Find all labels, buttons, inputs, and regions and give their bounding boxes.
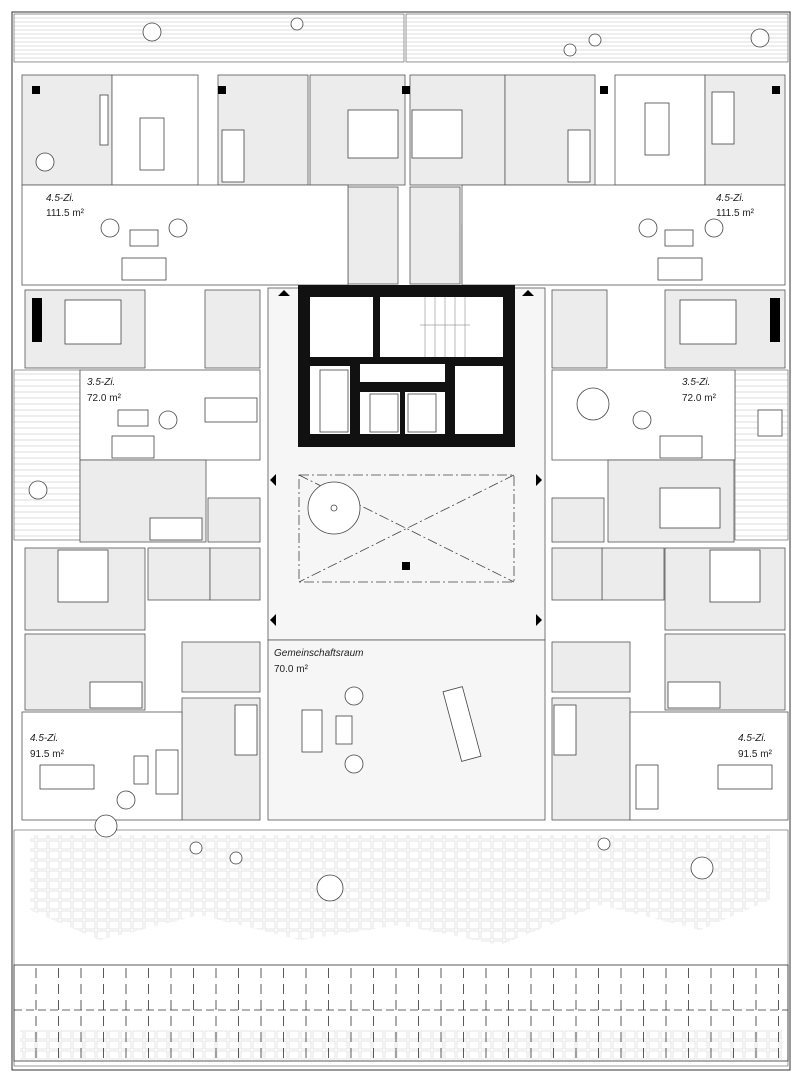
- atrium-void: [298, 474, 515, 583]
- top-terrace: [13, 13, 789, 63]
- apartment-area-label: 111.5 m²: [46, 208, 85, 219]
- direction-arrows: [270, 290, 542, 626]
- bottom-apartment-rooms: [21, 547, 789, 821]
- middle-apartment-rooms: [13, 289, 789, 543]
- apartment-type-label: 4.5-Zi.: [46, 193, 74, 204]
- stair-elevator-core: [298, 285, 515, 447]
- pergola: [13, 964, 789, 1062]
- apartment-type-label: 3.5-Zi.: [682, 377, 710, 388]
- common-room-furniture: [301, 686, 482, 774]
- garden-terrace: [13, 814, 789, 1067]
- common-room-area: 70.0 m²: [274, 664, 309, 675]
- apartment-type-label: 3.5-Zi.: [87, 377, 115, 388]
- apartment-type-label: 4.5-Zi.: [738, 733, 766, 744]
- building-outline: [11, 11, 791, 1071]
- apartment-area-label: 111.5 m²: [716, 208, 755, 219]
- top-apartment-rooms: [21, 74, 786, 286]
- apartment-area-label: 91.5 m²: [738, 749, 773, 760]
- apartment-area-label: 72.0 m²: [87, 393, 122, 404]
- common-room-name: Gemeinschaftsraum: [274, 648, 363, 659]
- apartment-type-label: 4.5-Zi.: [30, 733, 58, 744]
- apartment-type-label: 4.5-Zi.: [716, 193, 744, 204]
- apartment-area-label: 72.0 m²: [682, 393, 717, 404]
- apartment-area-label: 91.5 m²: [30, 749, 65, 760]
